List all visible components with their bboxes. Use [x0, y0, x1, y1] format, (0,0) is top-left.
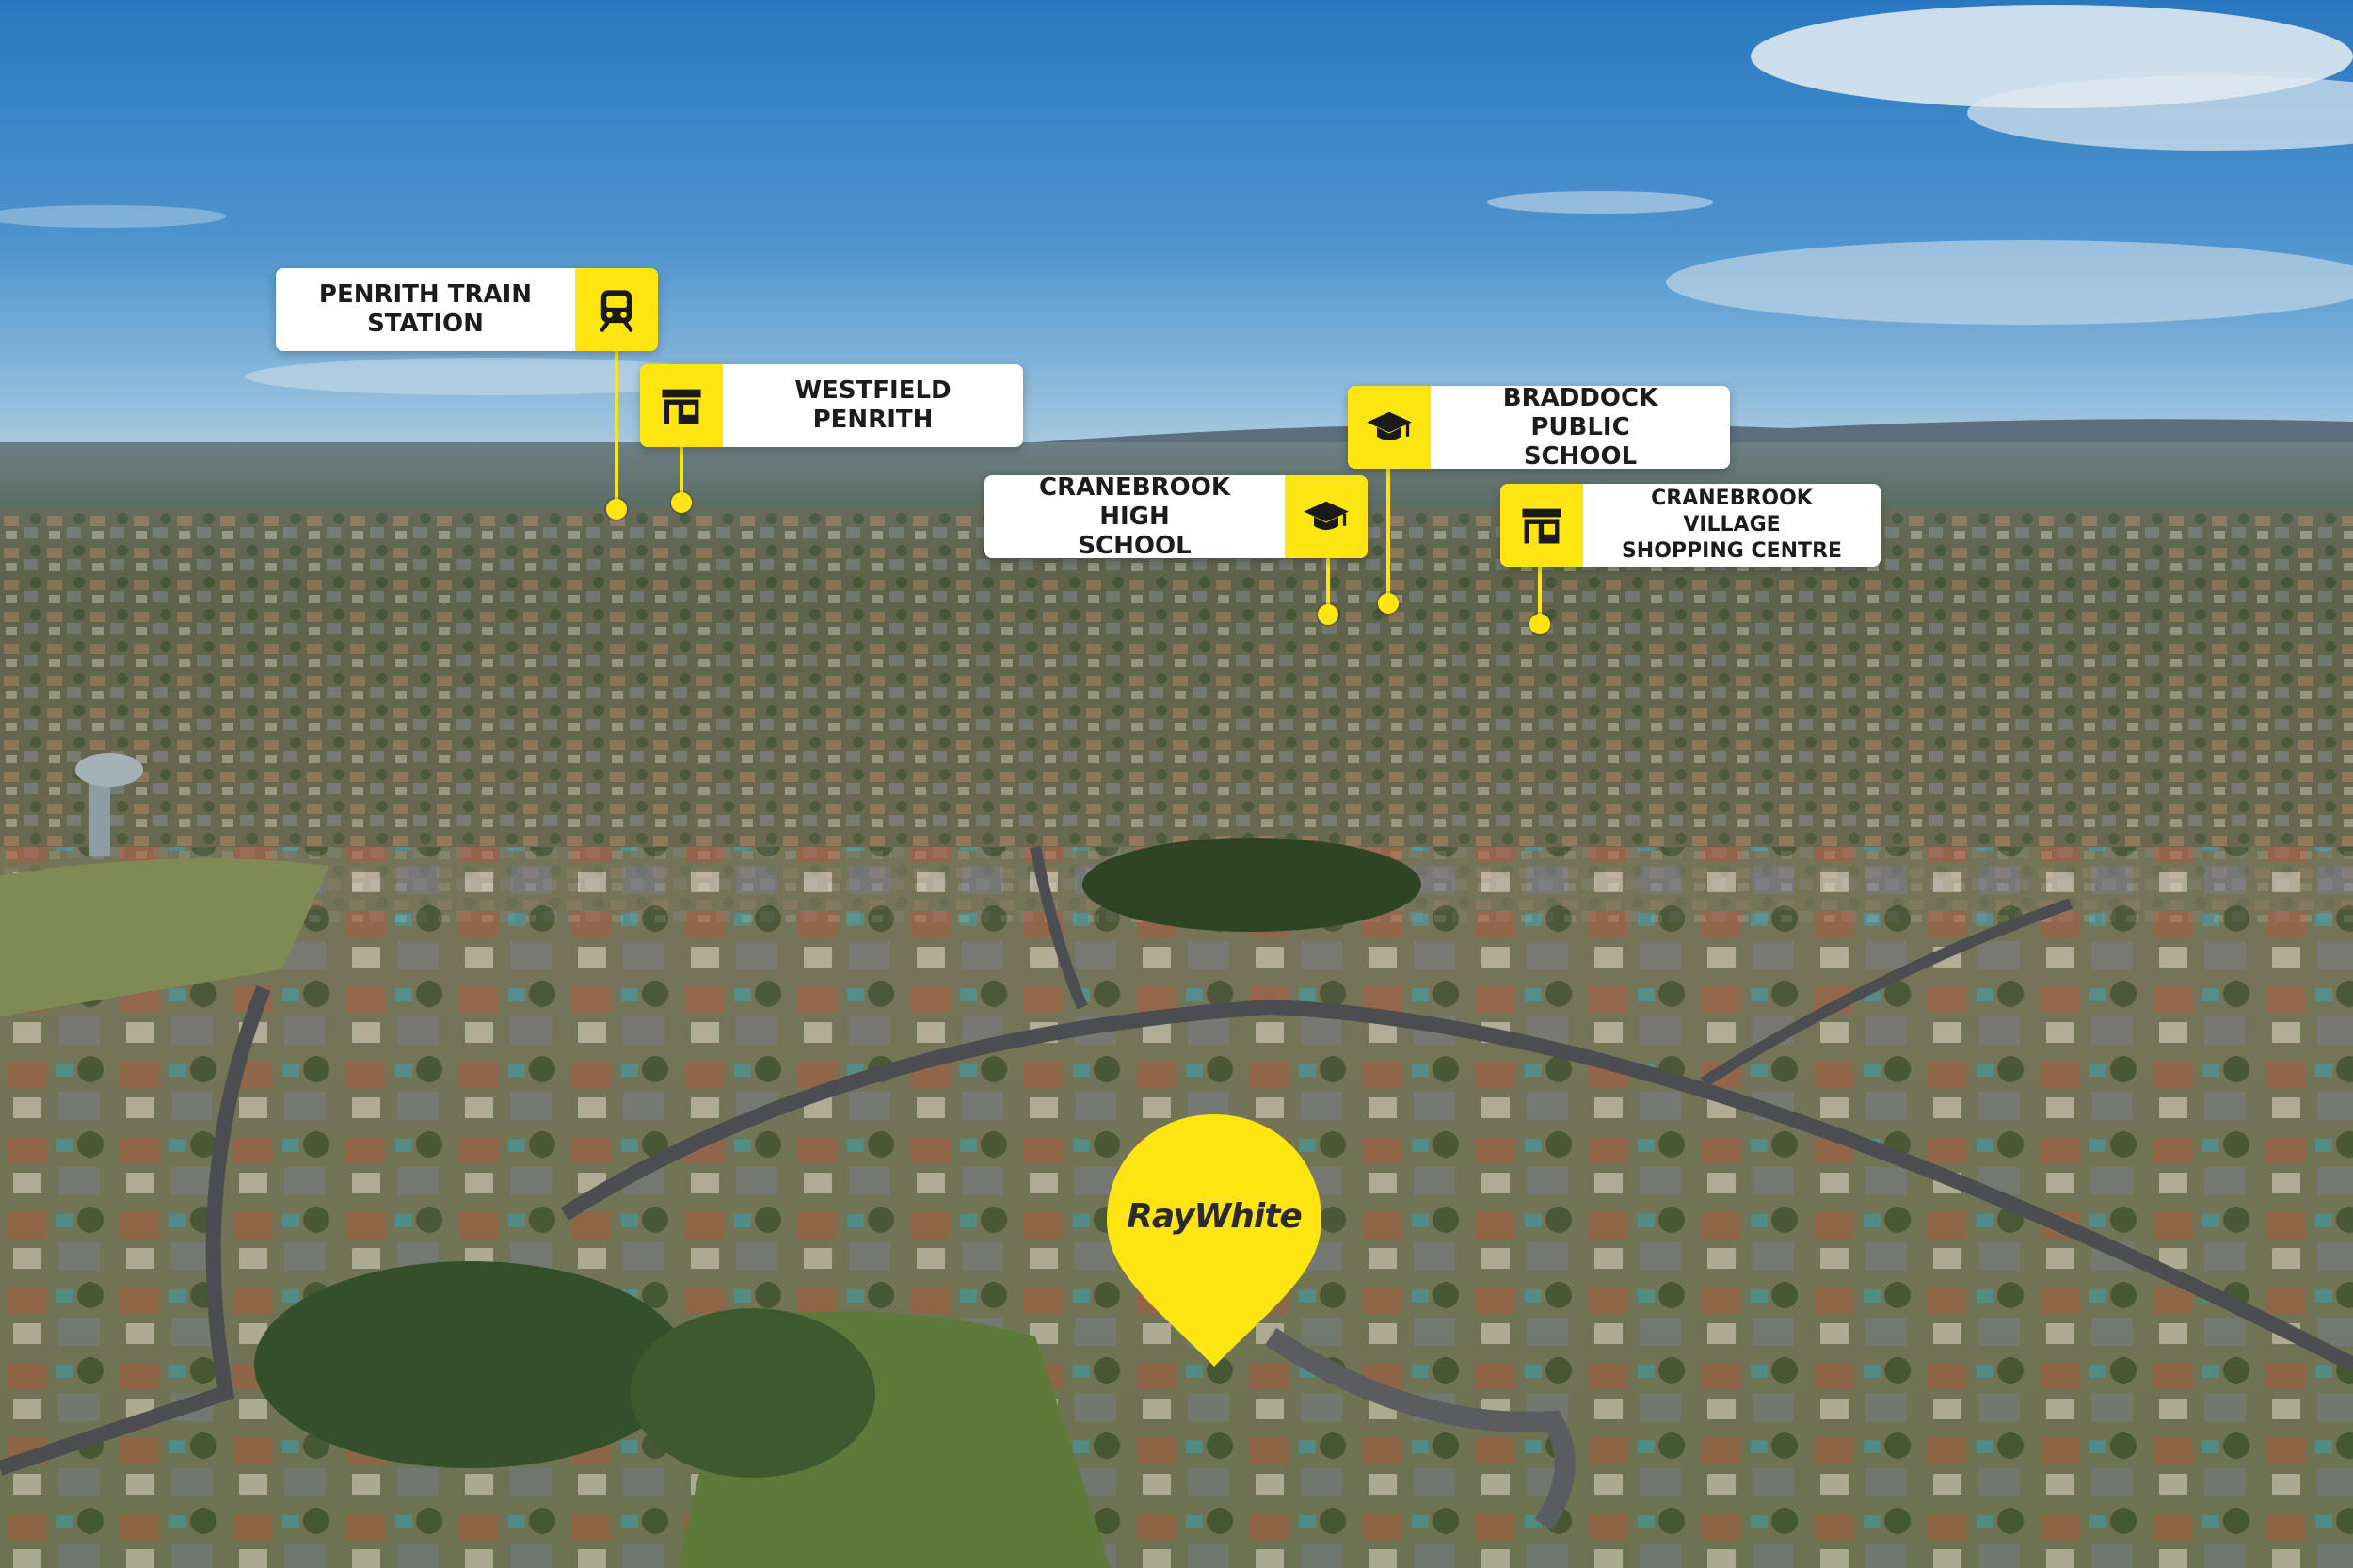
cranebrook-high-school-pin-line — [1326, 556, 1330, 613]
poi-cranebrook-village[interactable]: CRANEBROOK VILLAGE SHOPPING CENTRE — [1500, 484, 1881, 567]
poi-westfield-penrith[interactable]: WESTFIELD PENRITH — [640, 364, 1023, 447]
braddock-public-school-pin-dot — [1378, 593, 1399, 614]
westfield-penrith-pin-line — [680, 442, 683, 501]
poi-label: BRADDOCK PUBLIC SCHOOL — [1502, 386, 1658, 469]
penrith-train-station-pin-dot — [606, 499, 627, 520]
shop-icon — [1500, 484, 1583, 567]
poi-label: WESTFIELD PENRITH — [794, 376, 952, 434]
location-pin-icon[interactable] — [1101, 1109, 1327, 1372]
graduation-cap-icon — [1348, 386, 1431, 469]
poi-label: CRANEBROOK HIGH SCHOOL — [1039, 475, 1230, 558]
cranebrook-village-pin-dot — [1529, 614, 1550, 634]
train-icon — [575, 268, 658, 351]
westfield-penrith-pin-dot — [671, 492, 692, 513]
shop-icon — [640, 364, 723, 447]
raywhite-logo: RayWhite — [1127, 1197, 1303, 1236]
poi-penrith-train-station[interactable]: PENRITH TRAIN STATION — [276, 268, 658, 351]
poi-label: CRANEBROOK VILLAGE SHOPPING CENTRE — [1621, 487, 1843, 563]
braddock-public-school-pin-line — [1386, 466, 1390, 602]
cranebrook-village-pin-line — [1538, 565, 1542, 621]
poi-braddock-public-school[interactable]: BRADDOCK PUBLIC SCHOOL — [1348, 386, 1730, 469]
graduation-cap-icon — [1285, 475, 1368, 558]
penrith-train-station-pin-line — [615, 350, 618, 510]
poi-label: PENRITH TRAIN STATION — [318, 280, 533, 338]
poi-cranebrook-high-school[interactable]: CRANEBROOK HIGH SCHOOL — [984, 475, 1368, 558]
cranebrook-high-school-pin-dot — [1318, 604, 1338, 625]
